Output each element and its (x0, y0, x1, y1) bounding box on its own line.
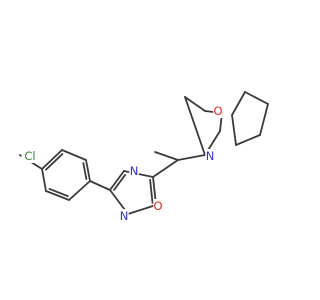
bond-c3-n4 (109, 170, 125, 191)
bond-b1-b2-double (45, 153, 64, 171)
bond-cp4-sp (231, 114, 237, 146)
atom-label-background (129, 164, 139, 178)
atom-label-background (119, 209, 129, 223)
bond-c5-ch (152, 159, 179, 178)
atom-label-background (21, 149, 39, 163)
bond-cp2-cp3 (244, 91, 269, 105)
bond-b6-b1 (41, 168, 47, 192)
bond-ch-me (154, 151, 179, 161)
bond-b1-b2 (41, 149, 63, 170)
bond-layer (19, 91, 269, 215)
bond-oc-od (184, 96, 206, 112)
atom-label-background (213, 104, 223, 118)
atom-label-cl: Cl (24, 149, 35, 163)
bond-b2-b3 (61, 149, 87, 161)
bond-ch-n_r (177, 154, 206, 161)
bond-cp3-cp4 (231, 91, 246, 116)
atom-label-n_ring: N (206, 149, 215, 163)
bond-cp1-cp2 (259, 103, 269, 136)
bond-b4-b5 (68, 180, 91, 201)
atom-label-background (205, 149, 215, 163)
bond-b3-b4-double (82, 162, 88, 181)
bond-b4-c3 (89, 180, 111, 191)
atom-label-background (153, 199, 163, 213)
atom-label-o_ring: O (213, 104, 222, 118)
bond-b5-b6 (45, 190, 70, 201)
bond-b5-b6-double (48, 188, 69, 198)
atom-label-n_ox2: N (120, 209, 129, 223)
bond-c5-o1-double (149, 178, 154, 204)
bond-o1-n2 (127, 204, 157, 215)
atom-label-o_ox1: O (153, 199, 162, 213)
bond-c3-n4-double (113, 174, 126, 191)
bond-sp-cp1 (235, 134, 261, 146)
atom-label-n_ox4: N (130, 164, 139, 178)
bond-b3-b4 (85, 159, 91, 182)
bond-od-n_r (184, 96, 206, 156)
